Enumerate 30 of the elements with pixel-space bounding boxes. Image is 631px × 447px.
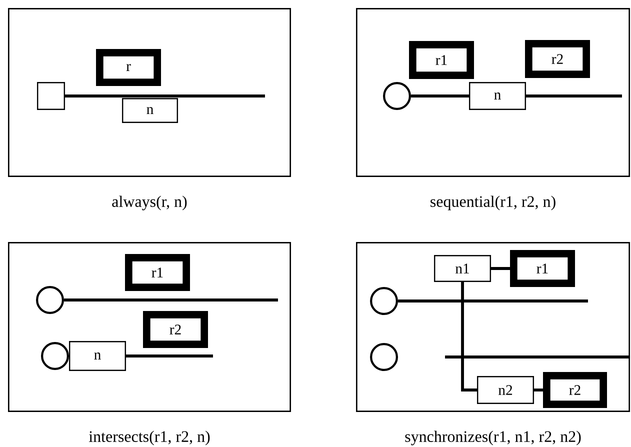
resource-box: r1 (125, 254, 190, 291)
node-box: n1 (434, 255, 492, 282)
circle-symbol (41, 342, 69, 370)
resource-box: r2 (143, 311, 208, 348)
node-box: n (469, 82, 526, 110)
circle-symbol (370, 287, 398, 315)
connector-line (64, 298, 278, 302)
resource-box: r1 (510, 250, 576, 288)
connector-line (491, 267, 510, 270)
node-box: n (122, 98, 178, 123)
node-box: n2 (477, 376, 534, 404)
resource-box: r (96, 49, 162, 86)
circle-symbol (370, 343, 398, 371)
node-label: synchronizes(r1, n1, r2, n2) (405, 430, 581, 446)
connector-line (534, 388, 543, 392)
connector-line (65, 94, 265, 98)
resource-box: r2 (543, 372, 607, 408)
connector-line (411, 94, 469, 98)
connector-line (398, 300, 588, 302)
circle-symbol (36, 286, 64, 314)
node-label: intersects(r1, r2, n) (88, 430, 210, 446)
connector-line (461, 282, 477, 392)
connector-line (526, 94, 622, 98)
square-symbol (37, 82, 65, 110)
resource-box: r2 (525, 40, 590, 78)
connector-line (126, 354, 213, 358)
circle-symbol (383, 82, 411, 110)
node-label: always(r, n) (112, 196, 187, 210)
resource-box: r1 (409, 41, 474, 79)
node-label: sequential(r1, r2, n) (430, 196, 556, 210)
